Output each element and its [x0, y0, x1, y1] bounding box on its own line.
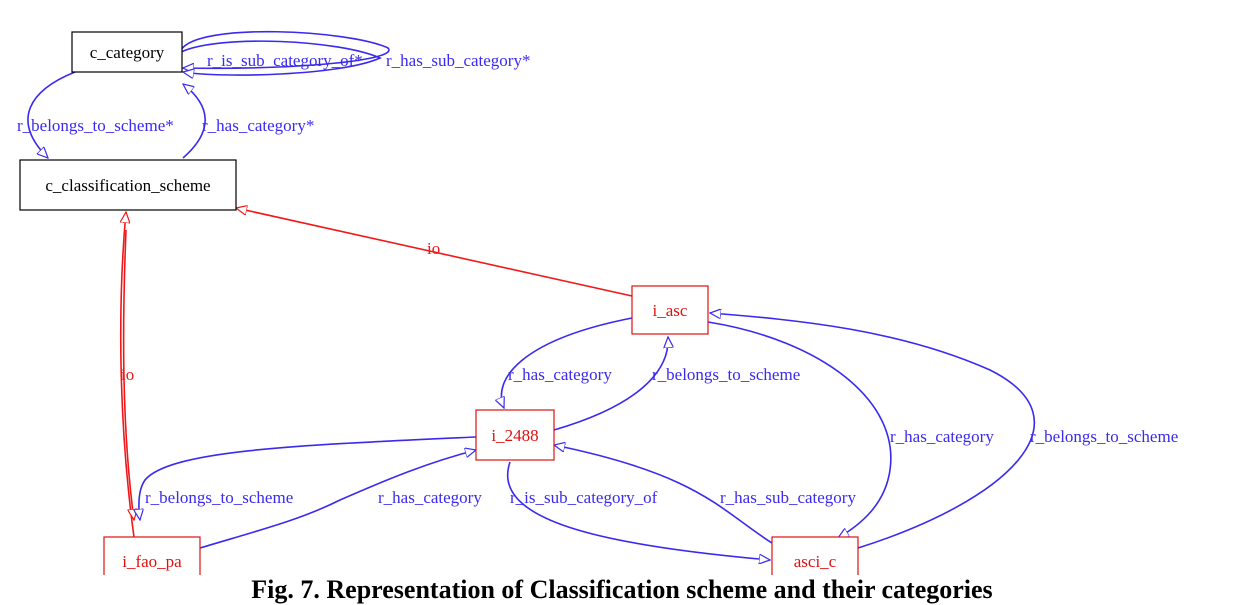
label-2488-belongs-to-scheme: r_belongs_to_scheme: [652, 365, 800, 384]
node-i-fao-pa[interactable]: i_fao_pa: [103, 536, 201, 575]
label-is-sub-category-of: r_is_sub_category_of*: [207, 51, 363, 70]
node-i-asc[interactable]: i_asc: [631, 285, 709, 335]
node-asci-c-label: asci_c: [794, 552, 837, 571]
label-asc-has-category: r_has_category: [508, 365, 612, 384]
edge-ascic-has-sub-category: [554, 445, 773, 544]
edge-belongs-to-scheme-star: [27, 71, 76, 158]
label-2488-belongs-to-scheme-fao: r_belongs_to_scheme: [145, 488, 293, 507]
node-i-2488[interactable]: i_2488: [475, 409, 555, 461]
label-belongs-to-scheme-star: r_belongs_to_scheme*: [17, 116, 174, 135]
node-asci-c[interactable]: asci_c: [771, 536, 859, 575]
label-io-asc: io: [427, 239, 440, 258]
label-ascic-belongs-to-scheme: r_belongs_to_scheme: [1030, 427, 1178, 446]
label-2488-is-sub-category-of: r_is_sub_category_of: [510, 488, 658, 507]
node-i-asc-label: i_asc: [653, 301, 688, 320]
ontology-graph: r_is_sub_category_of* r_has_sub_category…: [17, 30, 1178, 575]
node-i-2488-label: i_2488: [491, 426, 538, 445]
label-asc-has-category-2: r_has_category: [890, 427, 994, 446]
edge-ascic-belongs-to-scheme: [710, 313, 1036, 549]
node-i-fao-pa-label: i_fao_pa: [122, 552, 182, 571]
node-c-category[interactable]: c_category: [71, 31, 183, 73]
label-has-sub-category-star: r_has_sub_category*: [386, 51, 530, 70]
edge-io-asc: [236, 208, 633, 297]
figure-caption: Fig. 7. Representation of Classification…: [251, 575, 993, 604]
label-has-category-star: r_has_category*: [202, 116, 314, 135]
node-c-category-label: c_category: [90, 43, 165, 62]
edge-2488-belongs-to-scheme-fao: [139, 436, 477, 520]
edge-io-fao-head: [122, 229, 134, 520]
node-c-classification-scheme-label: c_classification_scheme: [45, 176, 210, 195]
node-c-classification-scheme[interactable]: c_classification_scheme: [19, 159, 237, 211]
label-fao-has-category: r_has_category: [378, 488, 482, 507]
edge-asc-has-category: [501, 317, 633, 408]
edge-fao-has-category: [199, 450, 476, 549]
edge-io-fao: [119, 212, 135, 538]
label-io-fao: io: [121, 365, 134, 384]
edge-2488-is-sub-category-of: [507, 461, 770, 560]
edge-self-is-sub-category-of: [180, 30, 390, 69]
edge-2488-belongs-to-scheme: [553, 337, 668, 431]
edge-self-is-sub-category-of-2: [180, 40, 382, 75]
label-ascic-has-sub-category: r_has_sub_category: [720, 488, 856, 507]
edge-asc-has-category-2: [707, 321, 892, 538]
edge-has-category-star: [183, 84, 206, 159]
